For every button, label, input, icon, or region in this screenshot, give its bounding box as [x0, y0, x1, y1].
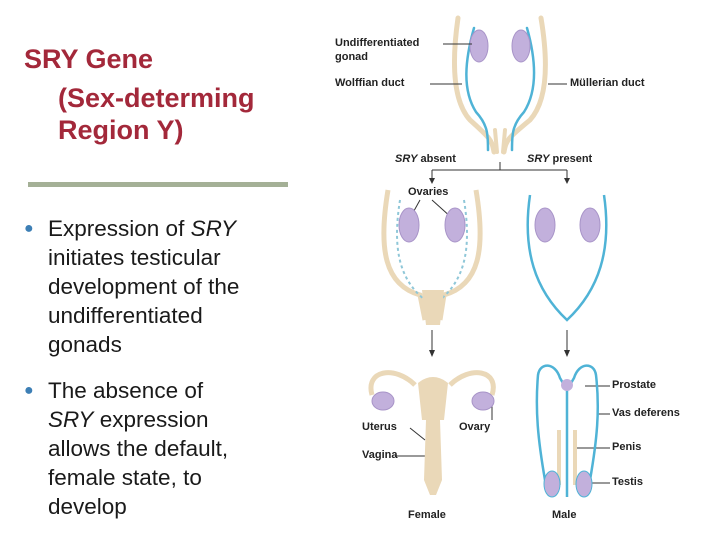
- bullet-text-segment: initiates testicular: [48, 245, 221, 270]
- label-mullerian-duct: Müllerian duct: [570, 77, 645, 89]
- ovary-icon: [444, 207, 466, 243]
- label-vas-deferens: Vas deferens: [612, 407, 680, 419]
- ovary-icon: [371, 391, 395, 411]
- slide-title-line-2: (Sex-determing: [58, 83, 255, 113]
- label-penis: Penis: [612, 441, 642, 453]
- gonad-icon: [511, 29, 531, 63]
- bullet-text-segment: gonads: [48, 332, 122, 357]
- label-male: Male: [552, 509, 577, 521]
- prostate-icon: [561, 379, 573, 391]
- bullet-text-segment: allows the default,: [48, 436, 229, 461]
- female-reproductive-tract: [368, 370, 496, 495]
- label-ovary: Ovary: [459, 421, 491, 433]
- bullet-line: undifferentiated: [48, 301, 239, 330]
- label-female: Female: [408, 509, 446, 521]
- label-vagina: Vagina: [362, 449, 398, 461]
- slide-title-line-3: Region Y): [58, 115, 184, 145]
- arrowheads: [429, 178, 570, 357]
- ovary-icon: [398, 207, 420, 243]
- ovary-icon: [471, 391, 495, 411]
- gonad-icon: [469, 29, 489, 63]
- bullet-line: gonads: [48, 330, 239, 359]
- bullet-text-segment: develop: [48, 494, 127, 519]
- bullet-text-segment: undifferentiated: [48, 303, 203, 328]
- male-intermediate: [526, 194, 608, 322]
- label-present: present: [549, 153, 593, 165]
- bullet-dot-icon: ●: [24, 382, 34, 399]
- bullet-text-segment: female state, to: [48, 465, 202, 490]
- italic-term: SRY: [48, 407, 94, 432]
- bullet-line: develop: [48, 492, 228, 521]
- bullet-text-segment: expression: [93, 407, 209, 432]
- bullet-text-segment: development of the: [48, 274, 240, 299]
- female-intermediate: [381, 189, 483, 325]
- undifferentiated-stage: [451, 15, 548, 155]
- bullet-text-segment: The absence of: [48, 378, 204, 403]
- testis-icon: [534, 207, 556, 243]
- bullet-line: initiates testicular: [48, 243, 239, 272]
- bullet-text-segment: Expression of: [48, 216, 191, 241]
- testis-icon: [543, 470, 561, 498]
- bullet-line: The absence of: [48, 376, 228, 405]
- label-sry: SRY: [395, 153, 418, 165]
- label-sry-absent: SRY absent: [395, 153, 456, 165]
- bullet-line: allows the default,: [48, 434, 228, 463]
- label-undifferentiated: Undifferentiated: [335, 37, 420, 49]
- label-testis: Testis: [612, 476, 643, 488]
- bullet-line: female state, to: [48, 463, 228, 492]
- label-wolffian-duct: Wolffian duct: [335, 77, 405, 89]
- bullet-line: Expression of SRY: [48, 214, 239, 243]
- label-sry-present: SRY present: [527, 153, 592, 165]
- label-uterus: Uterus: [362, 421, 397, 433]
- label-absent: absent: [417, 153, 456, 165]
- label-gonad: gonad: [335, 51, 368, 63]
- testis-icon: [579, 207, 601, 243]
- label-prostate: Prostate: [612, 379, 657, 391]
- label-sry: SRY: [527, 153, 550, 165]
- testis-icon: [575, 470, 593, 498]
- bullet-line: development of the: [48, 272, 239, 301]
- italic-term: SRY: [190, 216, 237, 241]
- title-divider: [28, 182, 288, 187]
- label-ovaries: Ovaries: [408, 186, 449, 198]
- slide-title-line-1: SRY Gene: [24, 44, 154, 74]
- bullet-dot-icon: ●: [24, 220, 34, 237]
- bullet-line: SRY expression: [48, 405, 228, 434]
